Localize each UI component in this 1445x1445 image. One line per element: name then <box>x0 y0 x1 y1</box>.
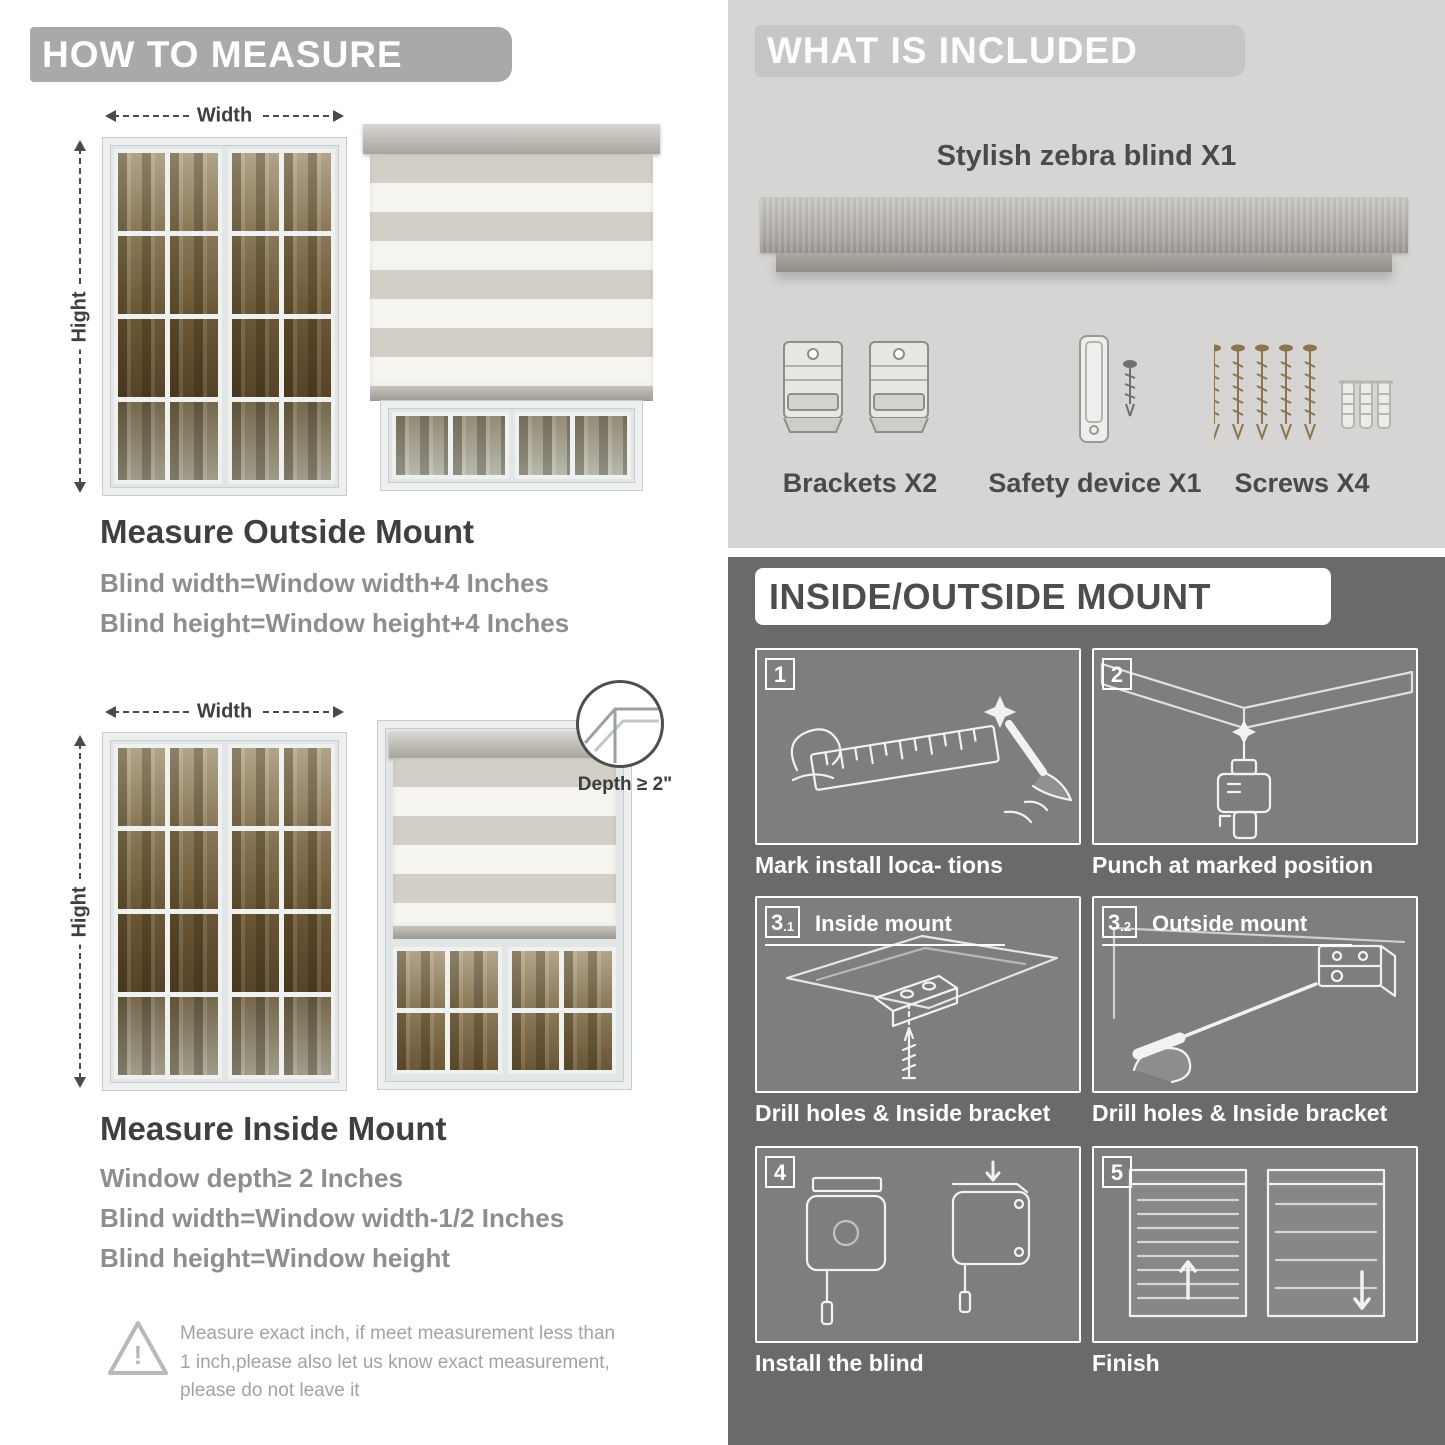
mount-section-header: INSIDE/OUTSIDE MOUNT <box>755 568 1331 625</box>
depth-requirement-label: Depth ≥ 2" <box>577 774 673 795</box>
step-panel-2: 2 <box>1092 648 1418 845</box>
finished-blinds-illustration <box>1128 1168 1386 1318</box>
step-number-badge: 4 <box>765 1156 795 1188</box>
exclamation-mark: ! <box>133 1340 143 1370</box>
screws-label: Screws X4 <box>1234 468 1370 498</box>
height-measure-arrow: Hight <box>68 138 92 495</box>
step-caption-5: Finish <box>1092 1350 1160 1376</box>
step-number: 2 <box>1110 662 1124 687</box>
height-label: Hight <box>68 878 92 945</box>
blind-headrail <box>363 124 660 154</box>
step-caption-1: Mark install loca- tions <box>755 852 1003 878</box>
step-number-badge: 3.1 <box>765 906 801 938</box>
title-underline <box>1102 944 1352 946</box>
step-number: 3 <box>771 910 784 935</box>
zebra-blind-outside-mount <box>363 124 660 490</box>
width-measure-arrow: Width <box>103 700 346 724</box>
step-panel-1: 1 <box>755 648 1081 845</box>
window-illustration-inside <box>103 733 346 1090</box>
blind-bottomrail <box>370 386 653 401</box>
height-measure-arrow: Hight <box>68 733 92 1090</box>
step-number: 5 <box>1110 1160 1124 1185</box>
height-label: Hight <box>68 283 92 350</box>
warning-triangle-icon: ! <box>105 1316 171 1380</box>
vertical-arrow-icon <box>74 140 86 493</box>
product-label: Stylish zebra blind X1 <box>936 140 1237 172</box>
screws-icon <box>1214 343 1394 441</box>
blind-headrail-graphic <box>760 197 1408 253</box>
step-panel-3-1: 3.1 Inside mount <box>755 896 1081 1093</box>
step-number-badge: 5 <box>1102 1156 1132 1188</box>
window-corner-icon <box>583 707 659 763</box>
window-illustration-outside <box>103 138 346 495</box>
step-caption-4: Install the blind <box>755 1350 924 1376</box>
blind-valance-graphic <box>776 253 1392 272</box>
inside-mount-rule-3: Blind height=Window height <box>100 1243 450 1273</box>
depth-detail-callout <box>576 680 664 768</box>
step-caption-3-1: Drill holes & Inside bracket <box>755 1100 1051 1126</box>
title-underline <box>765 944 1005 946</box>
drill-illustration <box>1100 662 1414 840</box>
step-panel-4: 4 <box>755 1146 1081 1343</box>
step-number: 4 <box>773 1160 787 1185</box>
inside-mount-rule-2: Blind width=Window width-1/2 Inches <box>100 1203 565 1233</box>
step-panel-5: 5 <box>1092 1146 1418 1343</box>
inside-bracket-illustration <box>785 934 1059 1080</box>
zebra-blind-inside-mount <box>378 721 631 1089</box>
inside-mount-title: Measure Inside Mount <box>100 1110 447 1147</box>
width-measure-arrow: Width <box>103 104 346 128</box>
blind-stripes <box>393 758 616 926</box>
blind-bottomrail <box>393 926 616 939</box>
install-blind-illustration <box>805 1160 1031 1326</box>
safety-device-icon <box>1079 335 1137 443</box>
step-caption-2: Punch at marked position <box>1092 852 1374 878</box>
step-number: 1 <box>773 662 787 687</box>
measurement-warning-text: Measure exact inch, if meet measurement … <box>180 1323 616 1401</box>
how-to-measure-header: HOW TO MEASURE <box>30 27 512 82</box>
inside-mount-rule-1: Window depth≥ 2 Inches <box>100 1163 403 1193</box>
outside-mount-rule-2: Blind height=Window height+4 Inches <box>100 608 570 638</box>
step-caption-3-2: Drill holes & Inside bracket <box>1092 1100 1388 1126</box>
what-is-included-header: WHAT IS INCLUDED <box>755 25 1245 77</box>
window-below-blind <box>389 943 620 1078</box>
outside-mount-title: Measure Outside Mount <box>100 513 475 550</box>
width-label: Width <box>189 700 260 724</box>
outside-mount-rule-1: Blind width=Window width+4 Inches <box>100 568 549 598</box>
step-number: 3 <box>1108 910 1121 935</box>
outside-bracket-illustration <box>1112 926 1406 1084</box>
step-title: Inside mount <box>815 911 952 936</box>
bracket-icon <box>783 341 929 433</box>
step-number-badge: 2 <box>1102 658 1132 690</box>
step-number-badge: 1 <box>765 658 795 690</box>
step-subnumber: .1 <box>783 919 795 934</box>
step-number-badge: 3.2 <box>1102 906 1138 938</box>
what-is-included-section: WHAT IS INCLUDED Stylish zebra blind X1 <box>728 0 1445 548</box>
width-label: Width <box>189 104 260 128</box>
brackets-label: Brackets X2 <box>782 468 938 498</box>
vertical-arrow-icon <box>74 735 86 1088</box>
window-below-blind <box>381 401 642 490</box>
step-panel-3-2: 3.2 Outside mount <box>1092 896 1418 1093</box>
step-title: Outside mount <box>1152 911 1308 936</box>
mark-location-illustration <box>790 696 1073 824</box>
blind-stripes <box>370 154 653 386</box>
step-subnumber: .2 <box>1120 919 1132 934</box>
safety-device-label: Safety device X1 <box>988 468 1202 498</box>
